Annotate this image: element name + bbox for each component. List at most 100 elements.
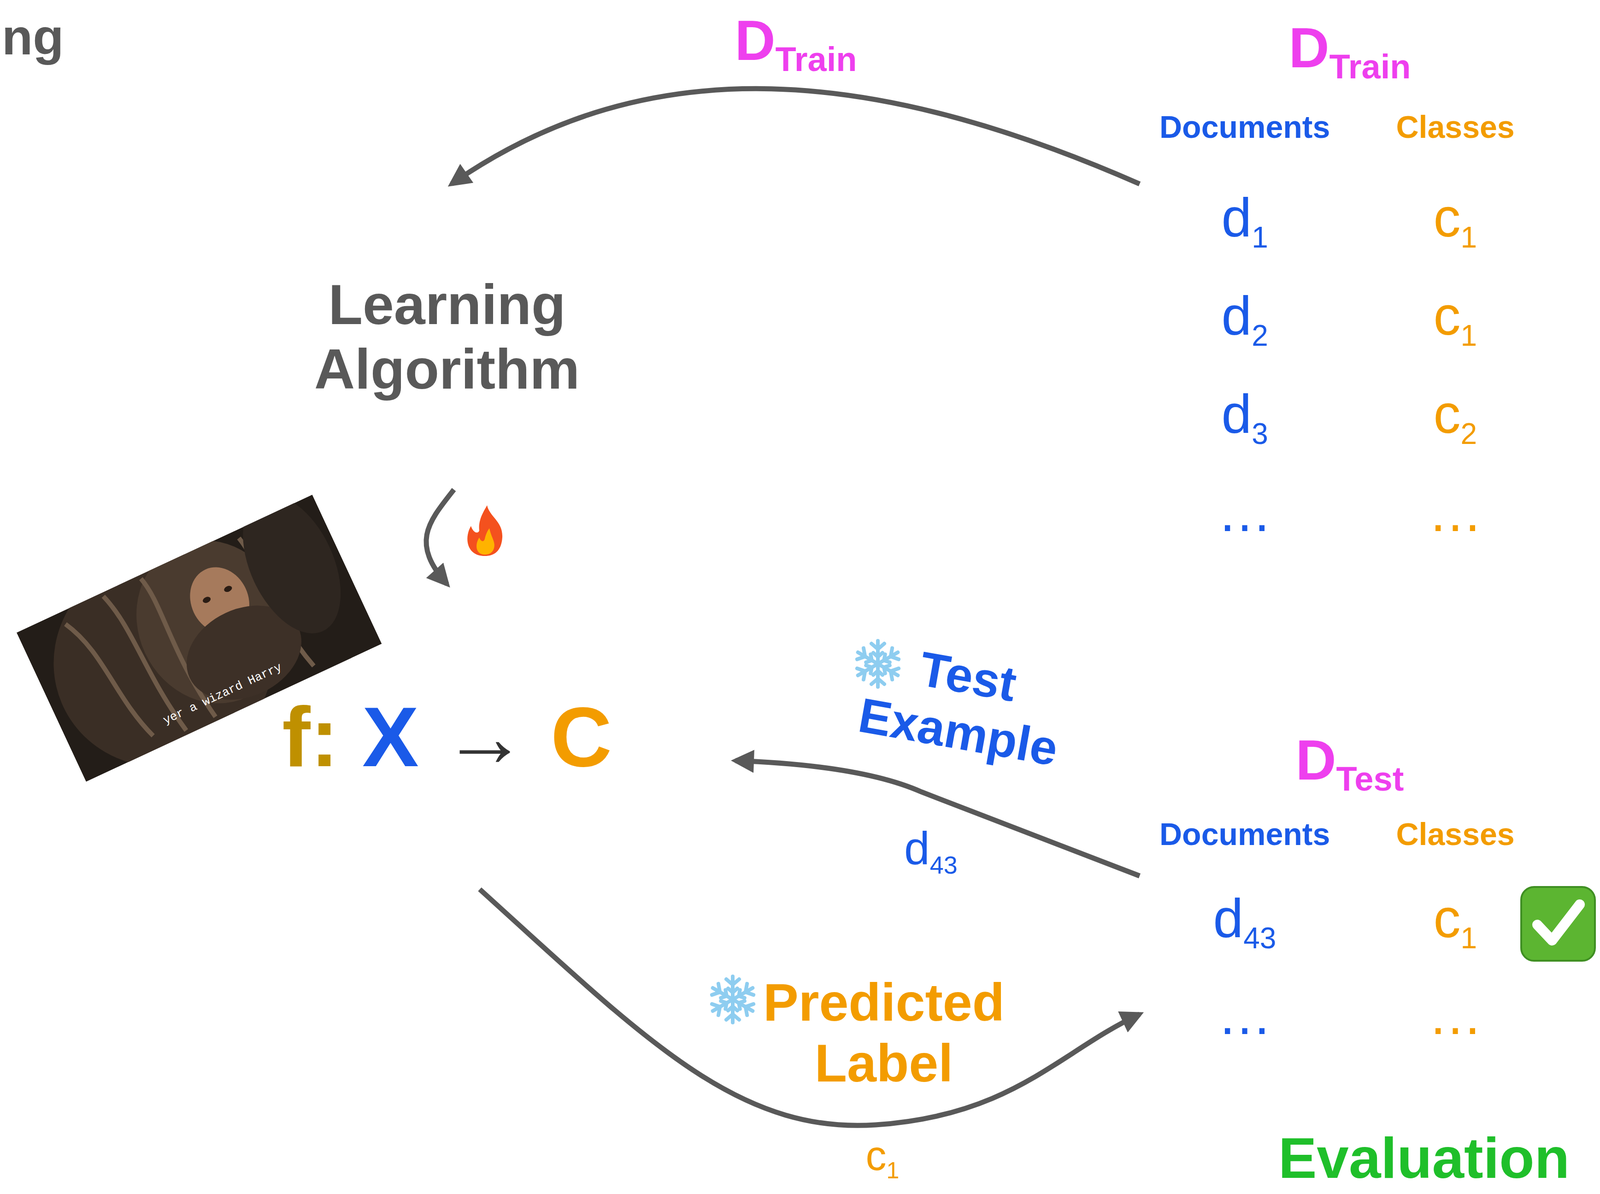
predicted-class-holder: c1 bbox=[865, 1131, 900, 1180]
edge-label: Predicted Label bbox=[722, 971, 1046, 1094]
connector-arrow bbox=[479, 888, 1140, 1125]
table-cell-holder: d3 bbox=[1221, 382, 1269, 446]
table-cell: … bbox=[1217, 481, 1272, 544]
ellipse-fill bbox=[156, 585, 738, 889]
column-header: Documents bbox=[1159, 108, 1330, 145]
section-heading-holder: Evaluation bbox=[1278, 1124, 1570, 1191]
table-cell-holder: … bbox=[1428, 481, 1483, 544]
table-border bbox=[1140, 85, 1561, 561]
text-part: X bbox=[362, 688, 419, 784]
connector-arrow bbox=[426, 489, 454, 584]
text-subscript: 1 bbox=[1460, 318, 1478, 353]
text-main: d bbox=[1213, 887, 1244, 949]
text-subscript: 43 bbox=[929, 850, 958, 879]
text-main: D bbox=[1288, 16, 1330, 80]
process-ellipse: Learning Algorithm bbox=[156, 185, 738, 489]
table-heading: DTest bbox=[1295, 727, 1405, 793]
table-rule bbox=[1349, 84, 1351, 562]
table-cell: c2 bbox=[1433, 382, 1478, 446]
table-heading-holder: DTest bbox=[1295, 727, 1405, 793]
predicted-class: c1 bbox=[865, 1131, 900, 1180]
table-cell-holder: … bbox=[1428, 983, 1483, 1047]
column-header-holder: Documents bbox=[1159, 815, 1330, 852]
slide-title-fragment-holder: ng bbox=[1, 7, 64, 67]
table-cell: c1 bbox=[1433, 186, 1478, 250]
table-rule bbox=[1139, 364, 1561, 366]
text-main: D bbox=[735, 9, 776, 72]
edge-label: DTrain bbox=[735, 8, 858, 73]
eye-shape bbox=[223, 584, 233, 593]
table-grid bbox=[1139, 84, 1561, 562]
table-cell: … bbox=[1428, 481, 1483, 544]
table-cell-holder: … bbox=[1217, 481, 1272, 544]
text-main: d bbox=[1221, 383, 1253, 445]
table-cell-holder: d43 bbox=[1213, 887, 1277, 950]
table-cell-holder: d1 bbox=[1221, 186, 1269, 250]
table-cell: d2 bbox=[1221, 284, 1269, 348]
table-cell: d43 bbox=[1213, 887, 1277, 950]
table-cell-holder: c1 bbox=[1433, 887, 1478, 950]
text-subscript: Test bbox=[1336, 759, 1405, 798]
fire-icon bbox=[467, 505, 503, 556]
text-subscript: 43 bbox=[1243, 921, 1277, 955]
table-cell-holder: … bbox=[1217, 983, 1272, 1047]
table-cell: d1 bbox=[1221, 186, 1269, 250]
table-heading: DTrain bbox=[1288, 15, 1412, 81]
text-part: → bbox=[442, 688, 528, 784]
table-rule bbox=[1139, 869, 1561, 871]
table-cell: c1 bbox=[1433, 284, 1478, 348]
edge-label: Test Example bbox=[835, 628, 1091, 781]
table-cell: c1 bbox=[1433, 887, 1478, 950]
table-cell: … bbox=[1428, 983, 1483, 1047]
text-subscript: 1 bbox=[1460, 921, 1478, 955]
column-header: Documents bbox=[1159, 815, 1330, 852]
table-cell-holder: c1 bbox=[1433, 186, 1478, 250]
node-label: f: X → C bbox=[282, 688, 612, 786]
table-heading-holder: DTrain bbox=[1288, 15, 1412, 81]
text-subscript: 1 bbox=[1460, 220, 1478, 254]
text-subscript: 3 bbox=[1251, 417, 1269, 451]
table-rule bbox=[1349, 796, 1351, 1064]
table-rule bbox=[1139, 168, 1561, 170]
text-subscript: 1 bbox=[1251, 220, 1269, 254]
text-part: : bbox=[310, 688, 339, 784]
text-part bbox=[338, 688, 363, 784]
text-subscript: Train bbox=[775, 40, 858, 79]
table-header-fill bbox=[1140, 85, 1561, 170]
table-cell: … bbox=[1217, 983, 1272, 1047]
data-table: DTrainDocumentsClassesd1c1d2c1d3c2…… bbox=[1139, 84, 1561, 562]
function-ellipse: f: X → C bbox=[156, 585, 738, 889]
edge-label-holder: DTrain bbox=[735, 8, 858, 73]
text-main: D bbox=[1295, 728, 1337, 792]
text-main: c bbox=[1433, 383, 1461, 445]
text-part bbox=[527, 688, 551, 784]
column-header-holder: Classes bbox=[1396, 815, 1515, 852]
table-rule bbox=[1139, 462, 1561, 465]
example-id-holder: d43 bbox=[904, 821, 958, 875]
table-border bbox=[1140, 797, 1561, 1064]
snowflake-icon bbox=[709, 976, 757, 1023]
connector-arrow bbox=[451, 88, 1140, 184]
text-part: C bbox=[550, 688, 612, 784]
node-label: Learning Algorithm bbox=[271, 272, 623, 402]
column-header-holder: Documents bbox=[1159, 108, 1330, 145]
text-main: d bbox=[904, 822, 930, 874]
text-main: d bbox=[1221, 187, 1253, 248]
edge-label-holder: Test Example bbox=[835, 628, 1091, 781]
table-cell-holder: c2 bbox=[1433, 382, 1478, 446]
snowflake-icon bbox=[854, 640, 902, 687]
text-main: d bbox=[1221, 285, 1253, 347]
edge-label-holder: Predicted Label bbox=[722, 971, 1046, 1094]
ellipse-shape bbox=[156, 185, 738, 489]
table-cell-holder: d2 bbox=[1221, 284, 1269, 348]
text-main: c bbox=[1433, 187, 1461, 248]
text-main: c bbox=[865, 1132, 887, 1179]
table-rule bbox=[1139, 266, 1561, 268]
table-rule bbox=[1139, 966, 1561, 968]
eye-shape bbox=[201, 595, 212, 604]
table-cell-holder: c1 bbox=[1433, 284, 1478, 348]
check-icon bbox=[1521, 886, 1595, 961]
column-header: Classes bbox=[1396, 815, 1515, 852]
slide-title-fragment: ng bbox=[1, 7, 64, 67]
